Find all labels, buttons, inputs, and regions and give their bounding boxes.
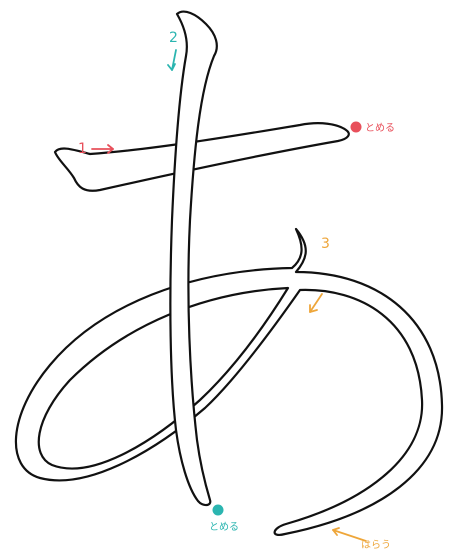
arrow-down-left-icon xyxy=(310,294,322,312)
arrow-down-icon xyxy=(168,50,176,70)
stroke-2-number: 2 xyxy=(169,30,178,46)
tome-right-label: とめる xyxy=(365,122,395,134)
stroke-2-annotation: 2 xyxy=(168,30,178,70)
tome-right-annotation: とめる xyxy=(351,122,396,135)
stroke-3-loop xyxy=(16,229,442,535)
stroke-2-vertical xyxy=(170,12,216,505)
stroke-1-number: 1 xyxy=(78,141,87,157)
red-dot-icon xyxy=(351,122,362,133)
harau-label: はらう xyxy=(361,539,391,550)
arrow-right-icon xyxy=(92,145,113,153)
teal-dot-icon xyxy=(213,505,224,516)
tome-bottom-annotation: とめる xyxy=(209,505,239,534)
tome-bottom-label: とめる xyxy=(209,521,239,533)
harau-annotation: はらう xyxy=(333,528,391,550)
stroke-3-number: 3 xyxy=(321,236,330,252)
stroke-1-horizontal xyxy=(55,123,349,191)
